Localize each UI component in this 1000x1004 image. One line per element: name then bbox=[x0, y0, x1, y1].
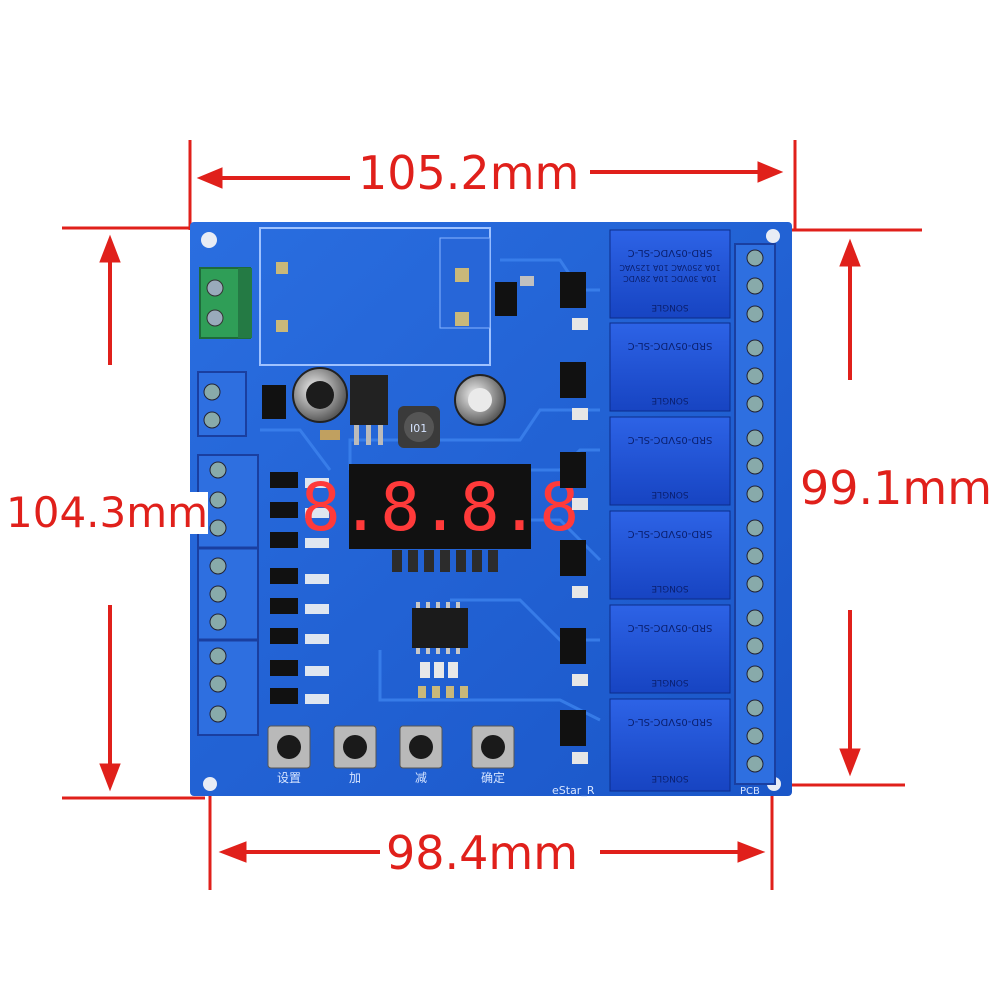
dimension-left-height: 104.3mm bbox=[6, 488, 209, 537]
relay-model: SRD-05VDC-SL-C bbox=[628, 434, 713, 445]
microcontroller-chip bbox=[412, 602, 468, 698]
relay-brand: SONGLE bbox=[651, 302, 689, 312]
arrow-up-icon bbox=[99, 234, 121, 263]
relay: SRD-05VDC-SL-C SONGLE bbox=[609, 698, 731, 792]
relay-brand: SONGLE bbox=[651, 395, 689, 405]
silkscreen-label-right: PCB bbox=[740, 786, 760, 797]
relay-model: SRD-05VDC-SL-C bbox=[628, 622, 713, 633]
optocoupler-row bbox=[270, 472, 329, 704]
arrow-right-icon bbox=[737, 841, 766, 863]
relay-brand: SONGLE bbox=[651, 677, 689, 687]
relay: SRD-05VDC-SL-C SONGLE bbox=[609, 604, 731, 694]
tactile-buttons: 设置 加 减 确定 bbox=[267, 725, 515, 785]
dimension-lines bbox=[62, 140, 922, 890]
svg-text:10A 30VDC 10A 28VDC: 10A 30VDC 10A 28VDC bbox=[623, 274, 717, 283]
dimension-right-height: 99.1mm bbox=[800, 461, 993, 515]
button-confirm: 确定 bbox=[471, 725, 515, 785]
dimension-top-width: 105.2mm bbox=[358, 146, 580, 200]
relay-model: SRD-05VDC-SL-C bbox=[628, 528, 713, 539]
vc-terminal bbox=[197, 371, 247, 437]
arrow-up-icon bbox=[839, 238, 861, 267]
relay-model: SRD-05VDC-SL-C bbox=[628, 340, 713, 351]
relay: SRD-05VDC-SL-C SONGLE bbox=[609, 510, 731, 600]
seven-segment-display: 8.8.8.8 bbox=[301, 464, 579, 572]
power-terminal-green bbox=[199, 267, 252, 339]
relay-bank: SRD-05VDC-SL-C SONGLE SRD-05VDC-SL-C SON… bbox=[609, 229, 731, 792]
silkscreen-label: eStar_R bbox=[552, 784, 595, 797]
button-label-minus: 减 bbox=[415, 771, 427, 785]
button-label-confirm: 确定 bbox=[481, 770, 505, 785]
output-terminals bbox=[734, 243, 776, 785]
arrow-left-icon bbox=[218, 841, 247, 863]
button-label-set: 设置 bbox=[277, 771, 301, 785]
arrow-down-icon bbox=[99, 763, 121, 792]
button-set: 设置 bbox=[267, 725, 311, 785]
svg-text:10A 250VAC 10A 125VAC: 10A 250VAC 10A 125VAC bbox=[619, 263, 721, 272]
dimension-bottom-width: 98.4mm bbox=[386, 826, 579, 880]
relay: SRD-05VDC-SL-C SONGLE bbox=[609, 229, 731, 319]
driver-column bbox=[560, 272, 588, 764]
button-plus: 加 bbox=[333, 725, 377, 785]
relay-ratings: 10A 250VAC 10A 125VAC 10A 30VDC 10A 28VD… bbox=[619, 263, 721, 283]
button-minus: 减 bbox=[399, 725, 443, 785]
display-digits: 8.8.8.8 bbox=[301, 469, 579, 546]
relay: SRD-05VDC-SL-C SONGLE bbox=[609, 322, 731, 412]
relay-brand: SONGLE bbox=[651, 773, 689, 783]
arrow-left-icon bbox=[196, 167, 223, 189]
relay-model: SRD-05VDC-SL-C bbox=[628, 247, 713, 258]
power-components: I01 bbox=[262, 367, 506, 448]
ic-label: I01 bbox=[410, 422, 427, 435]
button-label-plus: 加 bbox=[349, 771, 361, 785]
relay-brand: SONGLE bbox=[651, 489, 689, 499]
arrow-right-icon bbox=[757, 161, 784, 183]
relay-model: SRD-05VDC-SL-C bbox=[628, 716, 713, 727]
relay-brand: SONGLE bbox=[651, 583, 689, 593]
relay: SRD-05VDC-SL-C SONGLE bbox=[609, 416, 731, 506]
arrow-down-icon bbox=[839, 748, 861, 777]
